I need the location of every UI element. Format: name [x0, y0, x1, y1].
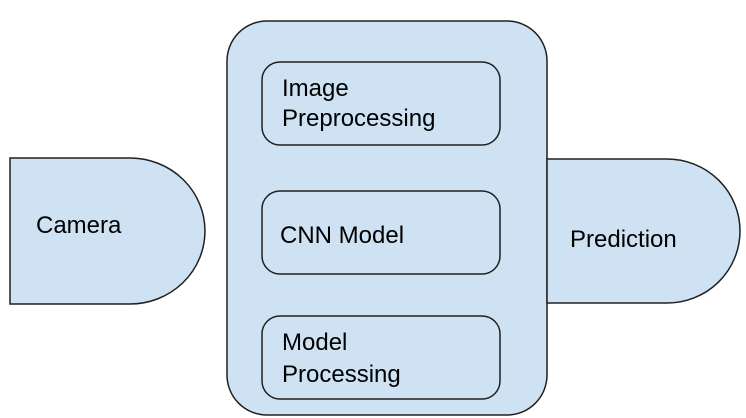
model-processing-box [261, 315, 501, 400]
camera-label: Camera [36, 212, 122, 239]
image-preprocessing-line-2: Preprocessing [282, 105, 435, 132]
image-preprocessing-label: Image Preprocessing [282, 75, 435, 132]
cnn-model-box [261, 190, 501, 275]
model-processing-label: Model Processing [282, 329, 401, 388]
image-preprocessing-box [261, 61, 501, 146]
camera-node [9, 157, 206, 305]
model-processing-line-2: Processing [282, 361, 401, 388]
prediction-node [546, 158, 741, 304]
prediction-label: Prediction [570, 226, 677, 253]
image-preprocessing-line-1: Image [282, 75, 349, 102]
model-processing-line-1: Model [282, 329, 347, 356]
cnn-model-label: CNN Model [280, 222, 404, 249]
